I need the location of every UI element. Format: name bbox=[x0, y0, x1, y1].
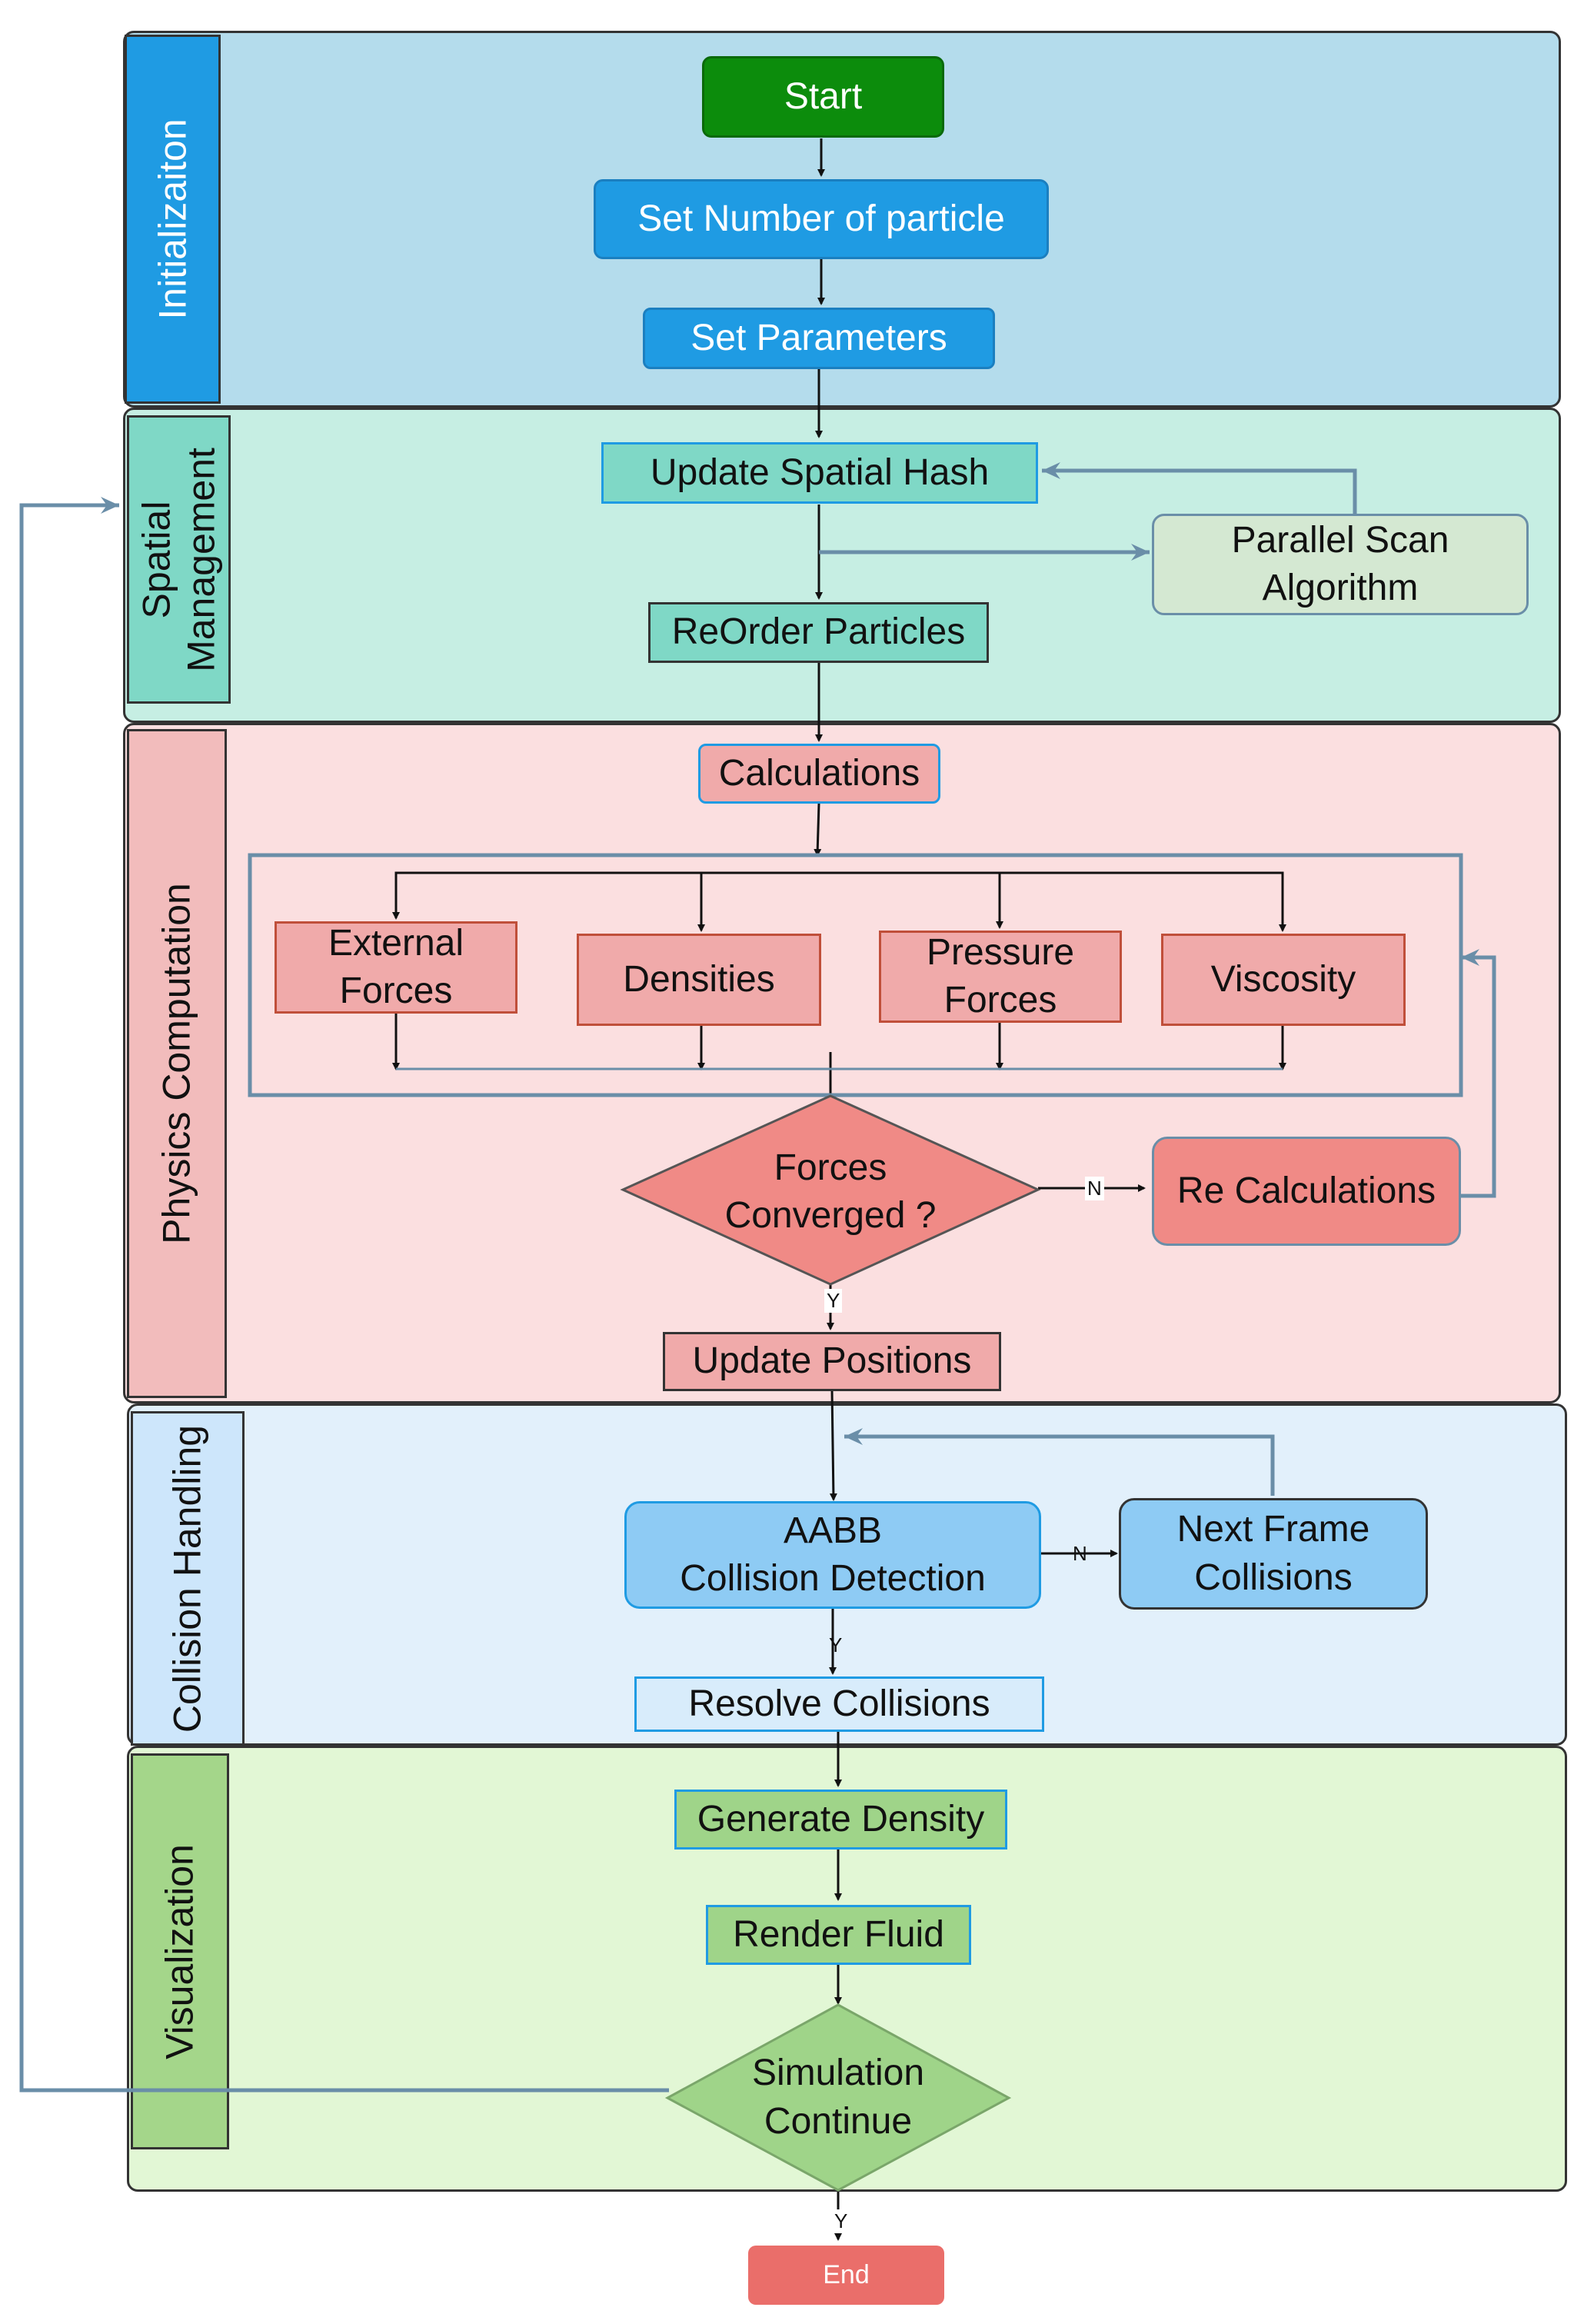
arrow-recalc-loop bbox=[1461, 949, 1496, 1198]
simulation-continue-diamond bbox=[664, 2003, 1012, 2192]
start-node: Start bbox=[702, 56, 944, 138]
forces-top-bus bbox=[394, 871, 1284, 931]
arrow-next-frame-loop bbox=[844, 1428, 1275, 1496]
pressure-forces-node: Pressure Forces bbox=[879, 931, 1122, 1023]
reorder-node: ReOrder Particles bbox=[648, 602, 989, 663]
end-node: End bbox=[748, 2246, 944, 2305]
aabb-node: AABB Collision Detection bbox=[624, 1501, 1041, 1609]
forces-yes-label: Y bbox=[824, 1289, 843, 1313]
arrow-update-to-aabb bbox=[829, 1389, 837, 1501]
update-positions-node: Update Positions bbox=[663, 1332, 1001, 1391]
parallel-scan-node: Parallel Scan Algorithm bbox=[1152, 514, 1529, 615]
re-calculations-node: Re Calculations bbox=[1152, 1137, 1461, 1246]
aabb-yes-label: Y bbox=[829, 1633, 843, 1656]
lane-label-spatial-management: Spatial Management bbox=[127, 415, 231, 704]
arrow-calculations-to-forces bbox=[814, 803, 822, 857]
lane-label-visualization: Visualization bbox=[131, 1753, 229, 2149]
resolve-collisions-node: Resolve Collisions bbox=[634, 1676, 1044, 1732]
arrow-simulation-loop bbox=[19, 497, 669, 2093]
sim-yes-label: Y bbox=[832, 2209, 850, 2233]
forces-converged-label: Forces Converged ? bbox=[724, 1147, 937, 1236]
calculations-node: Calculations bbox=[698, 744, 940, 804]
aabb-no-label: N bbox=[1073, 1542, 1087, 1565]
generate-density-node: Generate Density bbox=[674, 1790, 1007, 1850]
densities-node: Densities bbox=[577, 934, 821, 1026]
lane-label-collision-handling: Collision Handling bbox=[131, 1411, 245, 1746]
set-params-node: Set Parameters bbox=[643, 308, 995, 369]
simulation-continue-label: Simulation Continue bbox=[751, 2053, 925, 2142]
lane-label-initialization: Initializaiton bbox=[125, 35, 221, 404]
render-fluid-node: Render Fluid bbox=[706, 1905, 971, 1965]
lane-label-physics-computation: Physics Computation bbox=[127, 729, 227, 1398]
arrow-scan-to-hash bbox=[1042, 462, 1357, 514]
update-hash-node: Update Spatial Hash bbox=[601, 442, 1038, 504]
viscosity-node: Viscosity bbox=[1161, 934, 1406, 1026]
set-number-node: Set Number of particle bbox=[594, 179, 1049, 259]
external-forces-node: External Forces bbox=[275, 921, 517, 1014]
forces-converged-diamond bbox=[620, 1094, 1041, 1286]
forces-no-label: N bbox=[1085, 1177, 1104, 1200]
next-frame-node: Next Frame Collisions bbox=[1119, 1498, 1428, 1610]
forces-group-frame bbox=[248, 853, 1463, 1097]
